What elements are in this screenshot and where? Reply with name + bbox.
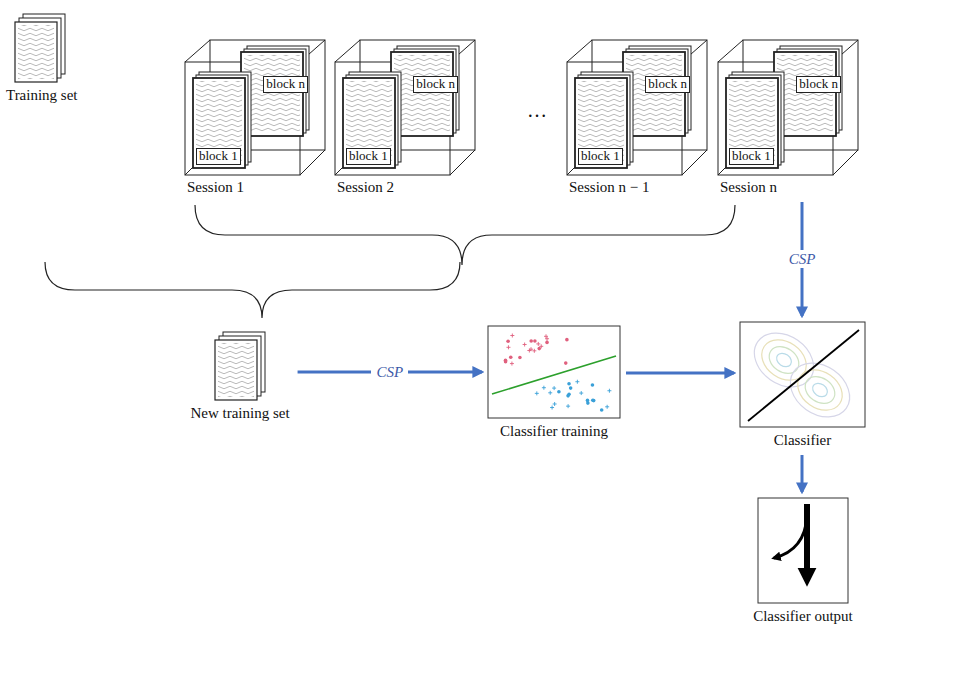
eeg-trace [578, 81, 624, 165]
session-label: Session 1 [187, 178, 244, 196]
grouping-brace [45, 262, 460, 318]
eeg-trace [18, 25, 54, 79]
session-cube: Session n block 1 block n [718, 40, 858, 196]
node-label: Classifier training [500, 422, 608, 440]
ellipsis-label: … [527, 98, 547, 122]
block-label: block n [796, 76, 841, 93]
session-label: Session n − 1 [569, 178, 650, 196]
method-label: CSP [784, 250, 821, 268]
data-set-icon: New training set [188, 332, 291, 422]
session-cube: Session 2 block 1 block n [335, 40, 475, 196]
grouping-brace [195, 205, 735, 265]
session-cube: Session n − 1 block 1 block n [567, 40, 707, 196]
flow-arrow [801, 455, 804, 492]
classifier-plot: Classifier [740, 322, 865, 449]
block-stack: block 1 [575, 72, 633, 168]
eeg-trace [244, 55, 300, 133]
eeg-trace [196, 81, 242, 165]
classifier-training-plot: Classifier training [488, 326, 620, 440]
eeg-trace [218, 343, 254, 397]
data-set-icon-drawing [15, 14, 65, 82]
block-label: block 1 [196, 148, 241, 165]
node-label: Training set [6, 86, 78, 104]
node-label: Classifier output [753, 607, 853, 625]
session-label: Session n [720, 178, 777, 196]
eeg-trace [394, 55, 450, 133]
classifier-output-icon-drawing [758, 498, 848, 603]
block-label: block n [645, 76, 690, 93]
block-stack: block 1 [343, 72, 401, 168]
method-label: CSP [371, 363, 408, 381]
flow-arrow [626, 372, 734, 375]
classifier-plot-drawing [740, 322, 865, 427]
eeg-trace [346, 81, 392, 165]
classifier-output-icon: Classifier output [751, 498, 855, 625]
data-set-icon-drawing [215, 332, 265, 400]
session-cube: Session 1 block 1 block n [185, 40, 325, 196]
block-label: block 1 [346, 148, 391, 165]
classifier-training-plot-drawing [488, 326, 620, 418]
eeg-trace [729, 81, 775, 165]
eeg-trace [777, 55, 833, 133]
eeg-trace [626, 55, 682, 133]
block-label: block 1 [578, 148, 623, 165]
block-label: block n [263, 76, 308, 93]
data-set-icon: Training set [4, 14, 80, 104]
block-stack: block 1 [726, 72, 784, 168]
block-label: block n [413, 76, 458, 93]
block-label: block 1 [729, 148, 774, 165]
node-label: Classifier [774, 431, 832, 449]
block-stack: block 1 [193, 72, 251, 168]
session-label: Session 2 [337, 178, 394, 196]
node-label: New training set [190, 404, 289, 422]
